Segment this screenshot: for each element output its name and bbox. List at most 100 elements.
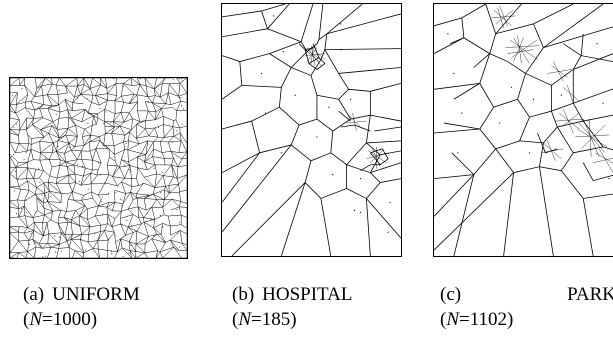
site-point	[163, 241, 165, 243]
site-point	[52, 149, 54, 151]
site-point	[94, 233, 96, 235]
site-point	[121, 199, 123, 201]
site-point	[122, 256, 124, 258]
site-point	[179, 96, 181, 98]
site-point	[34, 242, 36, 244]
site-point	[26, 180, 28, 182]
hospital-voronoi-diagram	[222, 4, 401, 256]
hospital-site-points	[260, 15, 391, 233]
site-point	[10, 156, 12, 158]
site-point	[126, 220, 128, 222]
site-point	[178, 222, 180, 224]
site-point	[25, 211, 27, 213]
site-point	[59, 236, 61, 238]
site-point	[50, 196, 52, 198]
site-point	[14, 170, 16, 172]
site-point	[111, 251, 113, 253]
site-point	[60, 250, 62, 252]
site-point	[159, 214, 161, 216]
site-point	[121, 205, 123, 207]
site-point	[104, 183, 106, 185]
site-point	[79, 180, 81, 182]
site-point	[117, 186, 119, 188]
site-point	[147, 100, 149, 102]
dataset-name: PARK	[567, 284, 613, 305]
site-point	[57, 146, 59, 148]
hospital-voronoi-panel	[221, 3, 402, 257]
site-point	[111, 253, 113, 255]
site-point	[30, 232, 32, 234]
dataset-name: HOSPITAL	[262, 284, 353, 305]
caption-label: (b)	[232, 284, 255, 305]
site-point	[119, 198, 121, 200]
site-point	[25, 152, 27, 154]
caption-label: (c)	[440, 284, 462, 305]
site-point	[180, 97, 182, 99]
site-point	[13, 126, 15, 128]
site-point	[41, 194, 43, 196]
site-point	[54, 235, 56, 237]
site-point	[104, 101, 106, 103]
site-point	[114, 165, 116, 167]
site-point	[153, 167, 155, 169]
site-point	[73, 146, 75, 148]
site-point	[87, 122, 89, 124]
uniform-voronoi-diagram	[10, 78, 187, 258]
site-point	[176, 130, 178, 132]
site-point	[177, 232, 179, 234]
site-point	[21, 87, 23, 89]
site-point	[172, 141, 174, 143]
site-point	[59, 89, 61, 91]
site-point	[39, 181, 41, 183]
park-voronoi-edges	[434, 4, 613, 256]
site-point	[113, 78, 115, 80]
site-point	[103, 123, 105, 124]
site-point	[55, 114, 57, 116]
site-point	[131, 224, 133, 226]
site-point	[62, 231, 64, 233]
hospital-dense-cluster	[304, 45, 389, 169]
site-point	[38, 168, 40, 170]
site-point	[160, 192, 162, 194]
site-point	[56, 152, 58, 154]
uniform-site-points	[10, 78, 187, 258]
site-point	[104, 111, 106, 113]
site-point	[28, 244, 30, 246]
site-point	[123, 85, 125, 87]
site-point	[77, 163, 79, 165]
site-point	[68, 146, 70, 148]
site-point	[108, 192, 110, 194]
site-point	[85, 249, 87, 251]
site-point	[81, 165, 83, 167]
site-point	[176, 208, 178, 210]
site-point	[54, 251, 56, 253]
site-point	[35, 211, 37, 213]
site-point	[181, 80, 183, 82]
site-point	[172, 78, 174, 80]
site-point	[102, 213, 104, 215]
site-point	[124, 165, 126, 167]
site-point	[13, 190, 15, 192]
site-point	[164, 240, 166, 242]
site-point	[115, 192, 117, 194]
site-point	[45, 191, 47, 193]
site-point	[128, 252, 130, 254]
site-point	[153, 235, 155, 237]
site-point	[117, 126, 119, 128]
dataset-name: UNIFORM	[52, 284, 140, 305]
site-point	[130, 170, 132, 172]
site-point	[99, 107, 101, 109]
site-point	[182, 108, 184, 110]
caption-uniform: (a) UNIFORM (N=1000)	[23, 282, 140, 332]
site-point	[15, 213, 17, 215]
hospital-voronoi-edges	[222, 4, 401, 256]
site-point	[101, 196, 103, 198]
site-point	[67, 162, 69, 164]
point-count: (N=1000)	[23, 309, 98, 330]
park-voronoi-panel	[433, 3, 613, 257]
uniform-cell-boundaries	[10, 78, 187, 258]
point-count: (N=185)	[232, 309, 297, 330]
site-point	[110, 122, 112, 124]
site-point	[181, 123, 183, 125]
caption-label: (a)	[23, 284, 45, 305]
